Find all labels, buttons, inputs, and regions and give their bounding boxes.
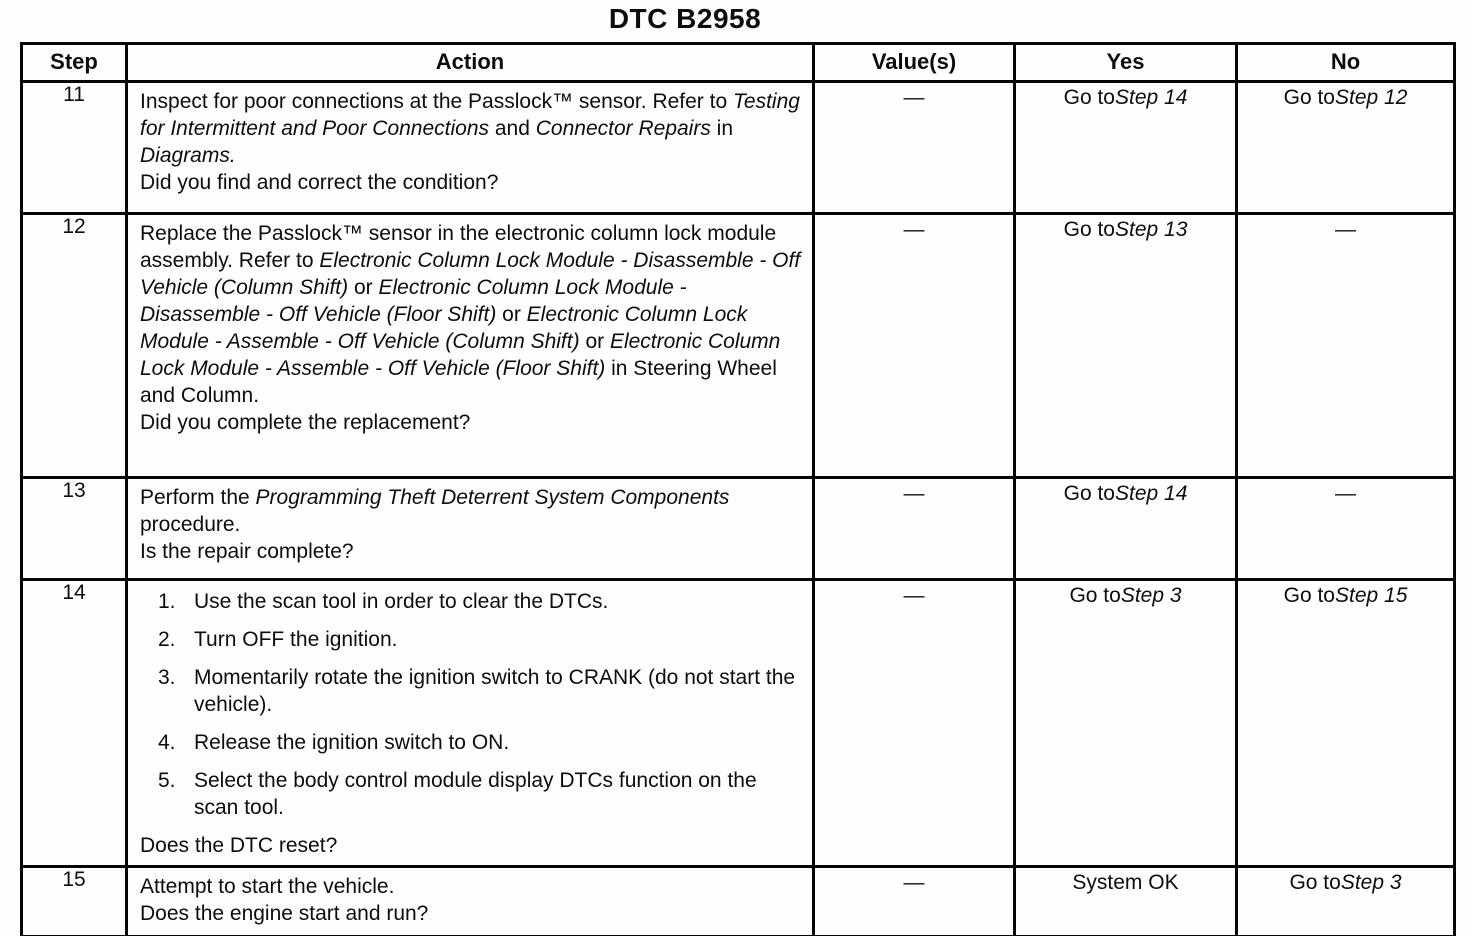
list-item: 1.Use the scan tool in order to clear th…	[158, 590, 609, 613]
step-cell: 11	[20, 80, 128, 215]
list-item: 5.Select the body control module display…	[158, 769, 757, 819]
table-row-step-11: 11 Inspect for poor connections at the P…	[20, 80, 1456, 215]
action-text: Replace the Passlock™ sensor in the elec…	[140, 222, 801, 407]
action-cell: 1.Use the scan tool in order to clear th…	[125, 578, 815, 868]
yes-cell: Go to Step 3	[1013, 578, 1238, 868]
list-item: 4.Release the ignition switch to ON.	[158, 731, 510, 754]
page-title: DTC B2958	[608, 3, 762, 34]
action-cell: Attempt to start the vehicle. Does the e…	[125, 865, 815, 936]
value-cell: —	[812, 212, 1016, 479]
header-action: Action	[125, 42, 815, 83]
header-values: Value(s)	[812, 42, 1016, 83]
action-text: Attempt to start the vehicle.	[140, 875, 395, 898]
table-row-step-13: 13 Perform the Programming Theft Deterre…	[20, 476, 1456, 581]
action-cell: Perform the Programming Theft Deterrent …	[125, 476, 815, 581]
table-row-step-15: 15 Attempt to start the vehicle. Does th…	[20, 865, 1456, 936]
no-cell: Go to Step 12	[1235, 80, 1456, 215]
value-cell: —	[812, 476, 1016, 581]
yes-cell: Go to Step 13	[1013, 212, 1238, 479]
no-cell: Go to Step 3	[1235, 865, 1456, 936]
header-step: Step	[20, 42, 128, 83]
action-question: Does the engine start and run?	[140, 902, 429, 925]
list-number: 5.	[158, 769, 176, 792]
list-item: 2.Turn OFF the ignition.	[158, 628, 398, 651]
diagnostic-table: Step Action Value(s) Yes No 11 Inspect f…	[20, 42, 1456, 936]
step-cell: 13	[20, 476, 128, 581]
list-number: 2.	[158, 628, 176, 651]
list-number: 3.	[158, 666, 176, 689]
action-question: Did you find and correct the condition?	[140, 171, 499, 194]
yes-cell: Go to Step 14	[1013, 80, 1238, 215]
step-cell: 15	[20, 865, 128, 936]
list-item: 3.Momentarily rotate the ignition switch…	[158, 666, 796, 716]
value-cell: —	[812, 578, 1016, 868]
action-question: Is the repair complete?	[140, 540, 354, 563]
header-no: No	[1235, 42, 1456, 83]
step-cell: 14	[20, 578, 128, 868]
step-cell: 12	[20, 212, 128, 479]
action-cell: Inspect for poor connections at the Pass…	[125, 80, 815, 215]
no-cell: —	[1235, 212, 1456, 479]
table-row-step-12: 12 Replace the Passlock™ sensor in the e…	[20, 212, 1456, 479]
no-cell: —	[1235, 476, 1456, 581]
yes-cell: System OK	[1013, 865, 1238, 936]
action-question: Did you complete the replacement?	[140, 411, 471, 434]
value-cell: —	[812, 865, 1016, 936]
action-numbered-list: 1.Use the scan tool in order to clear th…	[140, 588, 802, 832]
list-number: 4.	[158, 731, 176, 754]
action-text: Inspect for poor connections at the Pass…	[140, 90, 800, 167]
header-row: Step Action Value(s) Yes No	[20, 42, 1456, 83]
action-question: Does the DTC reset?	[140, 834, 338, 857]
action-cell: Replace the Passlock™ sensor in the elec…	[125, 212, 815, 479]
header-yes: Yes	[1013, 42, 1238, 83]
no-cell: Go to Step 15	[1235, 578, 1456, 868]
value-cell: —	[812, 80, 1016, 215]
yes-cell: Go to Step 14	[1013, 476, 1238, 581]
table-row-step-14: 14 1.Use the scan tool in order to clear…	[20, 578, 1456, 868]
action-text: Perform the Programming Theft Deterrent …	[140, 486, 730, 536]
list-number: 1.	[158, 590, 176, 613]
